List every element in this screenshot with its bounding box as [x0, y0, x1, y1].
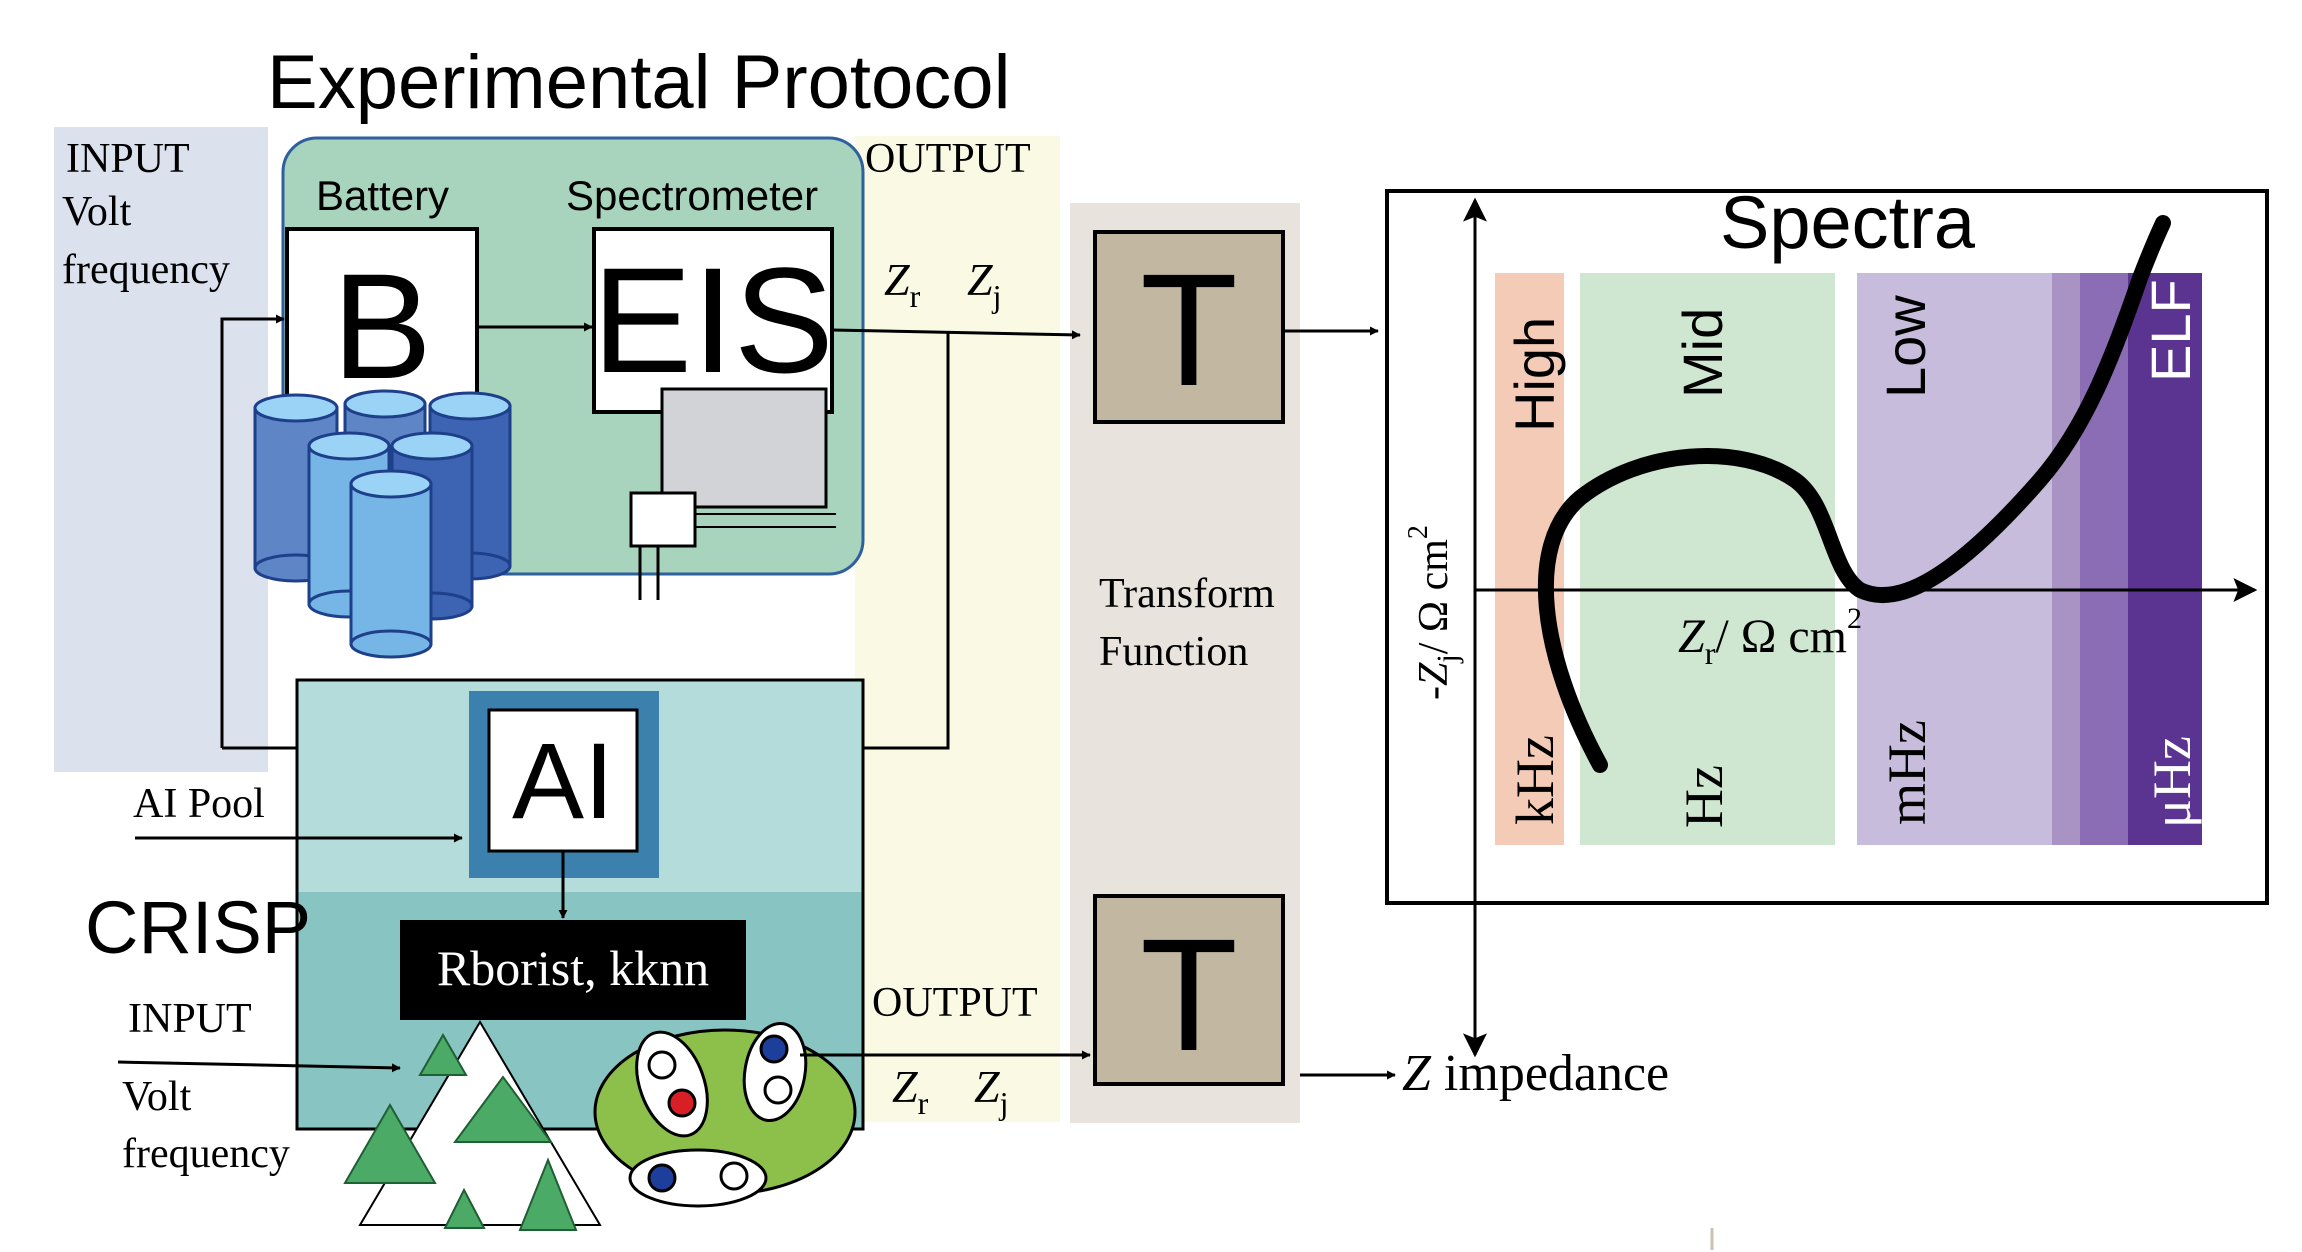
ai-pool-label: AI Pool: [133, 781, 265, 827]
crisp-box: [295, 678, 865, 1131]
ai-block: [487, 708, 639, 853]
models-label: Rborist, kknn: [437, 940, 709, 996]
page-title: Experimental Protocol: [267, 40, 1010, 125]
output-band: [855, 136, 1060, 1122]
battery-label: Battery: [316, 172, 449, 219]
band-elf-label: ELF: [2139, 279, 2202, 382]
input-volt: Volt: [62, 189, 132, 235]
spectra-title: Spectra: [1720, 181, 1976, 264]
transform-letter-top: T: [1140, 240, 1238, 419]
spectrometer-screen: [660, 387, 828, 509]
spectra-x-axis-label: Zr/ Ω cm2: [1678, 602, 1862, 671]
ai-letter: AI: [512, 720, 614, 841]
crisp-input-label: INPUT: [128, 996, 252, 1042]
triangles-icon: [343, 1020, 602, 1231]
battery-cells-icon: [253, 389, 512, 659]
band-elf-unit: μHz: [2142, 736, 2202, 828]
output-top-zj: Zj: [967, 254, 1001, 314]
spectra-y-axis-label: -Zj/ Ω cm2: [1403, 525, 1464, 700]
eis-block: [592, 227, 834, 414]
band-elf: [2128, 273, 2202, 845]
transform-letter-bottom: T: [1140, 905, 1238, 1084]
arrow-eis-to-transform: [831, 328, 1081, 340]
crisp-input-volt: Volt: [122, 1074, 192, 1120]
band-mid: [1580, 273, 1835, 845]
band-mid-unit: Hz: [1674, 765, 1734, 828]
band-high-unit: kHz: [1505, 735, 1565, 825]
output-top-zr: Zr: [884, 254, 921, 314]
output-top-label: OUTPUT: [865, 136, 1031, 182]
battery-letter: B: [332, 242, 432, 410]
transform-block-bottom: [1093, 894, 1285, 1086]
impedance-curve: [1537, 215, 2171, 773]
spectrometer-label: Spectrometer: [566, 172, 818, 219]
output-bottom-zr: Zr: [892, 1061, 929, 1121]
band-low-unit: mHz: [1877, 720, 1937, 825]
device-chip: [629, 491, 697, 548]
transform-block-top: [1093, 230, 1285, 424]
eis-letter: EIS: [592, 236, 834, 404]
output-bottom-label: OUTPUT: [872, 980, 1038, 1026]
arrow-input-to-battery: [220, 314, 285, 748]
transform-function-line1: Transform: [1099, 571, 1275, 617]
output-bottom-zj: Zj: [974, 1061, 1008, 1121]
crisp-input-frequency: frequency: [122, 1131, 290, 1177]
band-high-label: High: [1503, 317, 1566, 432]
input-label: INPUT: [66, 136, 190, 182]
models-box: [400, 920, 746, 1020]
arrow-crisp-input: [117, 1060, 401, 1073]
band-low-label: Low: [1874, 295, 1937, 398]
crisp-label: CRISP: [85, 886, 311, 969]
input-panel: [54, 127, 268, 772]
input-frequency: frequency: [62, 247, 230, 293]
transform-function-line2: Function: [1099, 629, 1248, 675]
impedance-label: Z impedance: [1402, 1045, 1669, 1102]
band-mid-label: Mid: [1671, 308, 1734, 398]
cluster-icon: [593, 1021, 857, 1208]
